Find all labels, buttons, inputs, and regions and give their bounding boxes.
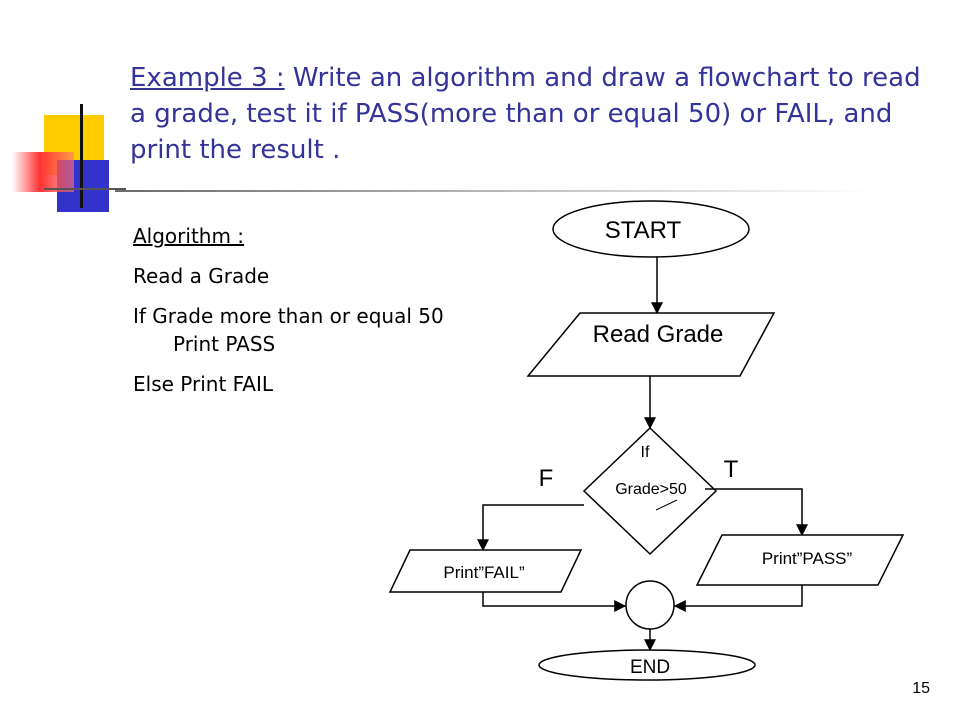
algorithm-block: Algorithm : Read a Grade If Grade more t… xyxy=(133,222,444,398)
algorithm-line: Else Print FAIL xyxy=(133,372,274,396)
print-fail-label: Print”FAIL” xyxy=(443,563,525,582)
print-fail-parallelogram xyxy=(388,549,583,593)
title-text: Write an algorithm and draw a flowchart … xyxy=(130,63,921,165)
page-title: Example 3 : Write an algorithm and draw … xyxy=(130,60,930,168)
print-pass-label: Print”PASS” xyxy=(762,549,853,568)
decision-underline-mark xyxy=(655,499,678,511)
print-pass-parallelogram xyxy=(695,534,905,586)
decorative-red-square xyxy=(12,152,74,192)
end-label: END xyxy=(630,657,670,678)
decision-diamond xyxy=(582,426,718,556)
true-label: T xyxy=(724,456,739,483)
start-label: START xyxy=(605,217,682,244)
algorithm-line: Read a Grade xyxy=(133,264,270,288)
decorative-vertical-line xyxy=(80,104,83,208)
connector-false-branch xyxy=(477,504,584,552)
false-label: F xyxy=(539,465,554,492)
title-divider xyxy=(115,190,875,192)
decorative-horizontal-line xyxy=(44,188,126,190)
decision-label-line1: If xyxy=(641,444,650,461)
algorithm-heading: Algorithm : xyxy=(133,224,245,248)
decision-label-line2: Grade>50 xyxy=(615,481,687,498)
title-prefix: Example 3 : xyxy=(130,63,285,93)
input-label: Read Grade xyxy=(593,321,724,348)
algorithm-line: If Grade more than or equal 50 xyxy=(133,304,444,328)
connector-pass-to-join xyxy=(673,585,803,612)
connector-fail-to-join xyxy=(482,592,627,612)
end-terminal xyxy=(538,649,756,681)
start-terminal xyxy=(552,200,750,258)
connector-true-branch xyxy=(705,488,808,537)
input-parallelogram xyxy=(526,312,776,377)
connector-circle xyxy=(625,580,675,630)
page-number: 15 xyxy=(912,680,930,697)
algorithm-line: Print PASS xyxy=(173,332,276,356)
